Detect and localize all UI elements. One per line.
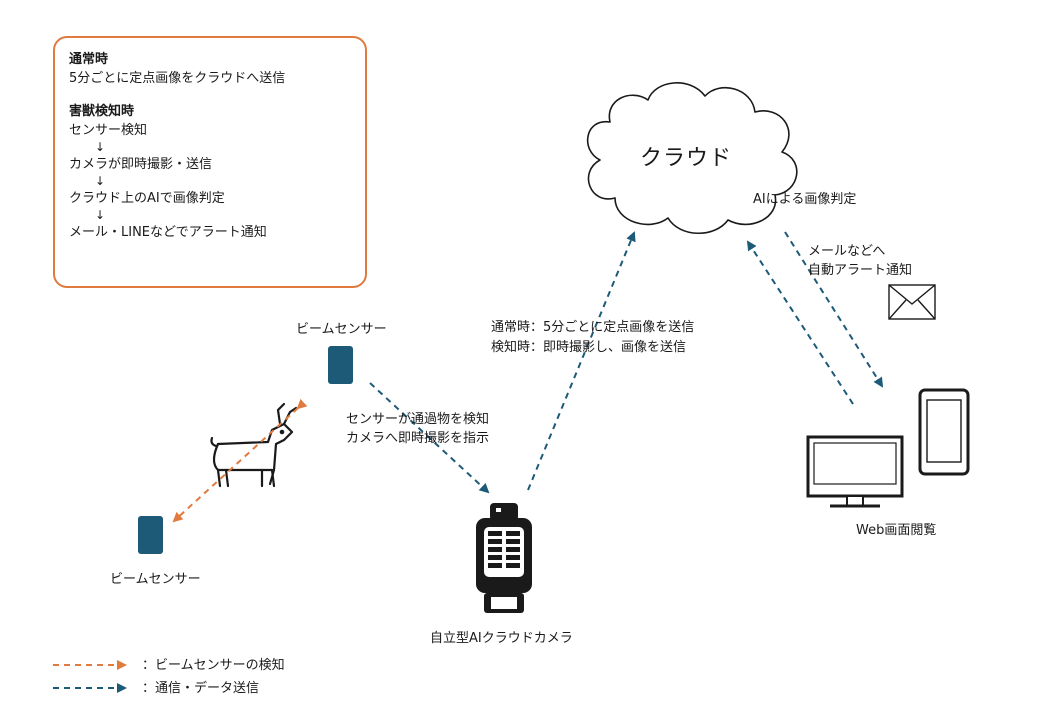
down-arrow-icon: ↓ [95,174,106,188]
legend-orange-label: ：ビームセンサーの検知 [142,658,285,673]
cloud-to-devices-arrow [784,231,884,388]
monitor-icon [806,435,904,508]
mail-icon [888,284,936,320]
upload-label-line1: 通常時：5分ごとに定点画像を送信 [491,320,695,335]
alert-label-line1: メールなどへ [808,244,886,259]
legend-teal-label: ：通信・データ送信 [142,681,260,696]
cloud-title: クラウド [640,146,733,171]
sensor-to-camera-arrow [369,382,490,494]
camera-to-cloud-arrow [527,231,636,491]
sensor-top-label: ビームセンサー [296,322,387,337]
camera-label: 自立型AIクラウドカメラ [430,631,573,646]
info-box: 通常時 5分ごとに定点画像をクラウドへ送信 害獣検知時 センサー検知 ↓ カメラ… [53,36,367,288]
deer-icon [210,402,298,488]
down-arrow-icon: ↓ [95,140,106,154]
down-arrow-icon: ↓ [95,208,106,222]
sensor-bottom-label: ビームセンサー [110,572,201,587]
smartphone-icon [918,388,970,476]
sensor-label-line1: センサーが通過物を検知 [346,412,490,427]
step-2: カメラが即時撮影・送信 [69,157,213,172]
step-1: センサー検知 [69,123,148,138]
upload-label-line2: 検知時：即時撮影し、画像を送信 [491,340,687,355]
step-3: クラウド上のAIで画像判定 [69,191,225,206]
cloud-icon [586,82,798,234]
beam-sensor-top-icon [328,346,353,384]
detect-heading: 害獣検知時 [69,104,135,119]
camera-icon [476,503,532,613]
web-label: Web画面閲覧 [856,523,937,538]
alert-label-line2: 自動アラート通知 [808,263,913,278]
beam-sensor-bottom-icon [138,516,163,554]
normal-text: 5分ごとに定点画像をクラウドへ送信 [69,71,286,86]
normal-heading: 通常時 [69,52,109,67]
step-4: メール・LINEなどでアラート通知 [69,225,267,240]
beam-detection-line [172,398,308,523]
sensor-label-line2: カメラへ即時撮影を指示 [346,431,490,446]
cloud-ai-label: AIによる画像判定 [753,192,857,207]
